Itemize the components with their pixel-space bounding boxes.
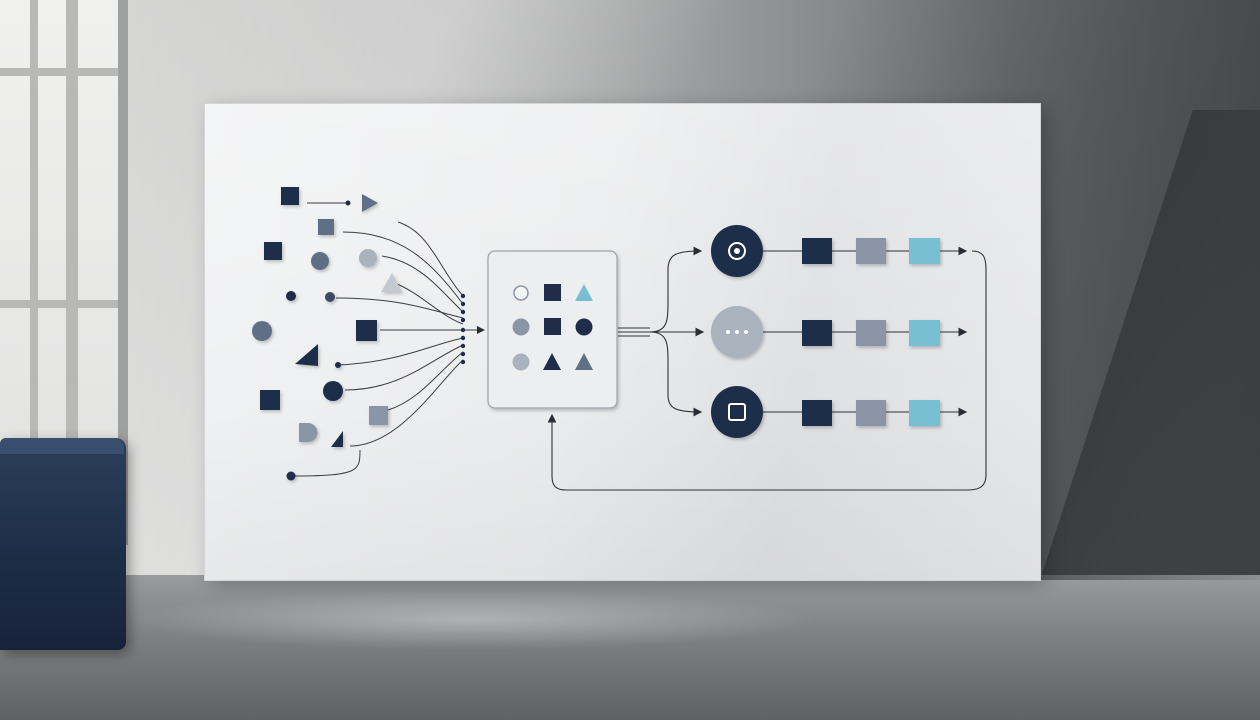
ottoman-top	[0, 438, 124, 454]
diagram-board	[205, 104, 1040, 580]
hub-square	[544, 318, 561, 335]
input-square	[260, 390, 280, 410]
junction-dots	[345, 200, 466, 365]
step-gray	[856, 320, 886, 346]
input-circle	[311, 252, 329, 270]
step-navy	[802, 238, 832, 264]
hub-circle	[575, 318, 593, 336]
input-dot	[325, 292, 335, 302]
input-dot	[286, 291, 296, 301]
input-square	[318, 219, 334, 235]
input-circle	[359, 249, 377, 267]
hub-triangle	[575, 353, 593, 370]
input-square	[264, 242, 282, 260]
target-icon	[728, 242, 746, 260]
input-triangle	[331, 431, 343, 447]
floor	[0, 575, 1260, 720]
step-gray	[856, 238, 886, 264]
hub-triangle	[543, 353, 561, 370]
ellipsis-icon	[726, 330, 748, 334]
input-square	[356, 320, 377, 341]
step-navy	[802, 320, 832, 346]
hub-square	[544, 284, 561, 301]
floor-reflection	[120, 590, 820, 650]
step-teal	[909, 320, 940, 346]
input-shapes	[252, 187, 402, 481]
branch-row-3	[711, 386, 968, 438]
step-teal	[909, 238, 940, 264]
input-connectors	[294, 202, 485, 477]
input-dot	[335, 362, 341, 368]
hub-circle	[512, 353, 530, 371]
hub-triangle	[575, 284, 593, 301]
hub-ring-circle	[513, 285, 529, 301]
square-node	[711, 386, 763, 438]
feedback-loop	[547, 250, 987, 491]
input-triangle	[362, 194, 378, 212]
ottoman	[0, 438, 126, 650]
input-square	[369, 406, 388, 425]
input-triangle	[381, 273, 402, 292]
step-navy	[802, 400, 832, 426]
input-triangle	[295, 344, 318, 366]
input-half-circle	[299, 423, 318, 442]
hub-circle	[512, 318, 530, 336]
input-circle	[323, 381, 343, 401]
square-outline-icon	[728, 403, 746, 421]
hub-panel	[487, 250, 618, 409]
input-dot	[286, 471, 296, 481]
input-circle	[252, 321, 272, 341]
input-square	[281, 187, 299, 205]
branch-row-2	[711, 306, 968, 358]
step-teal	[909, 400, 940, 426]
branch-row-1	[711, 225, 968, 277]
branch-connectors	[618, 246, 705, 417]
step-gray	[856, 400, 886, 426]
